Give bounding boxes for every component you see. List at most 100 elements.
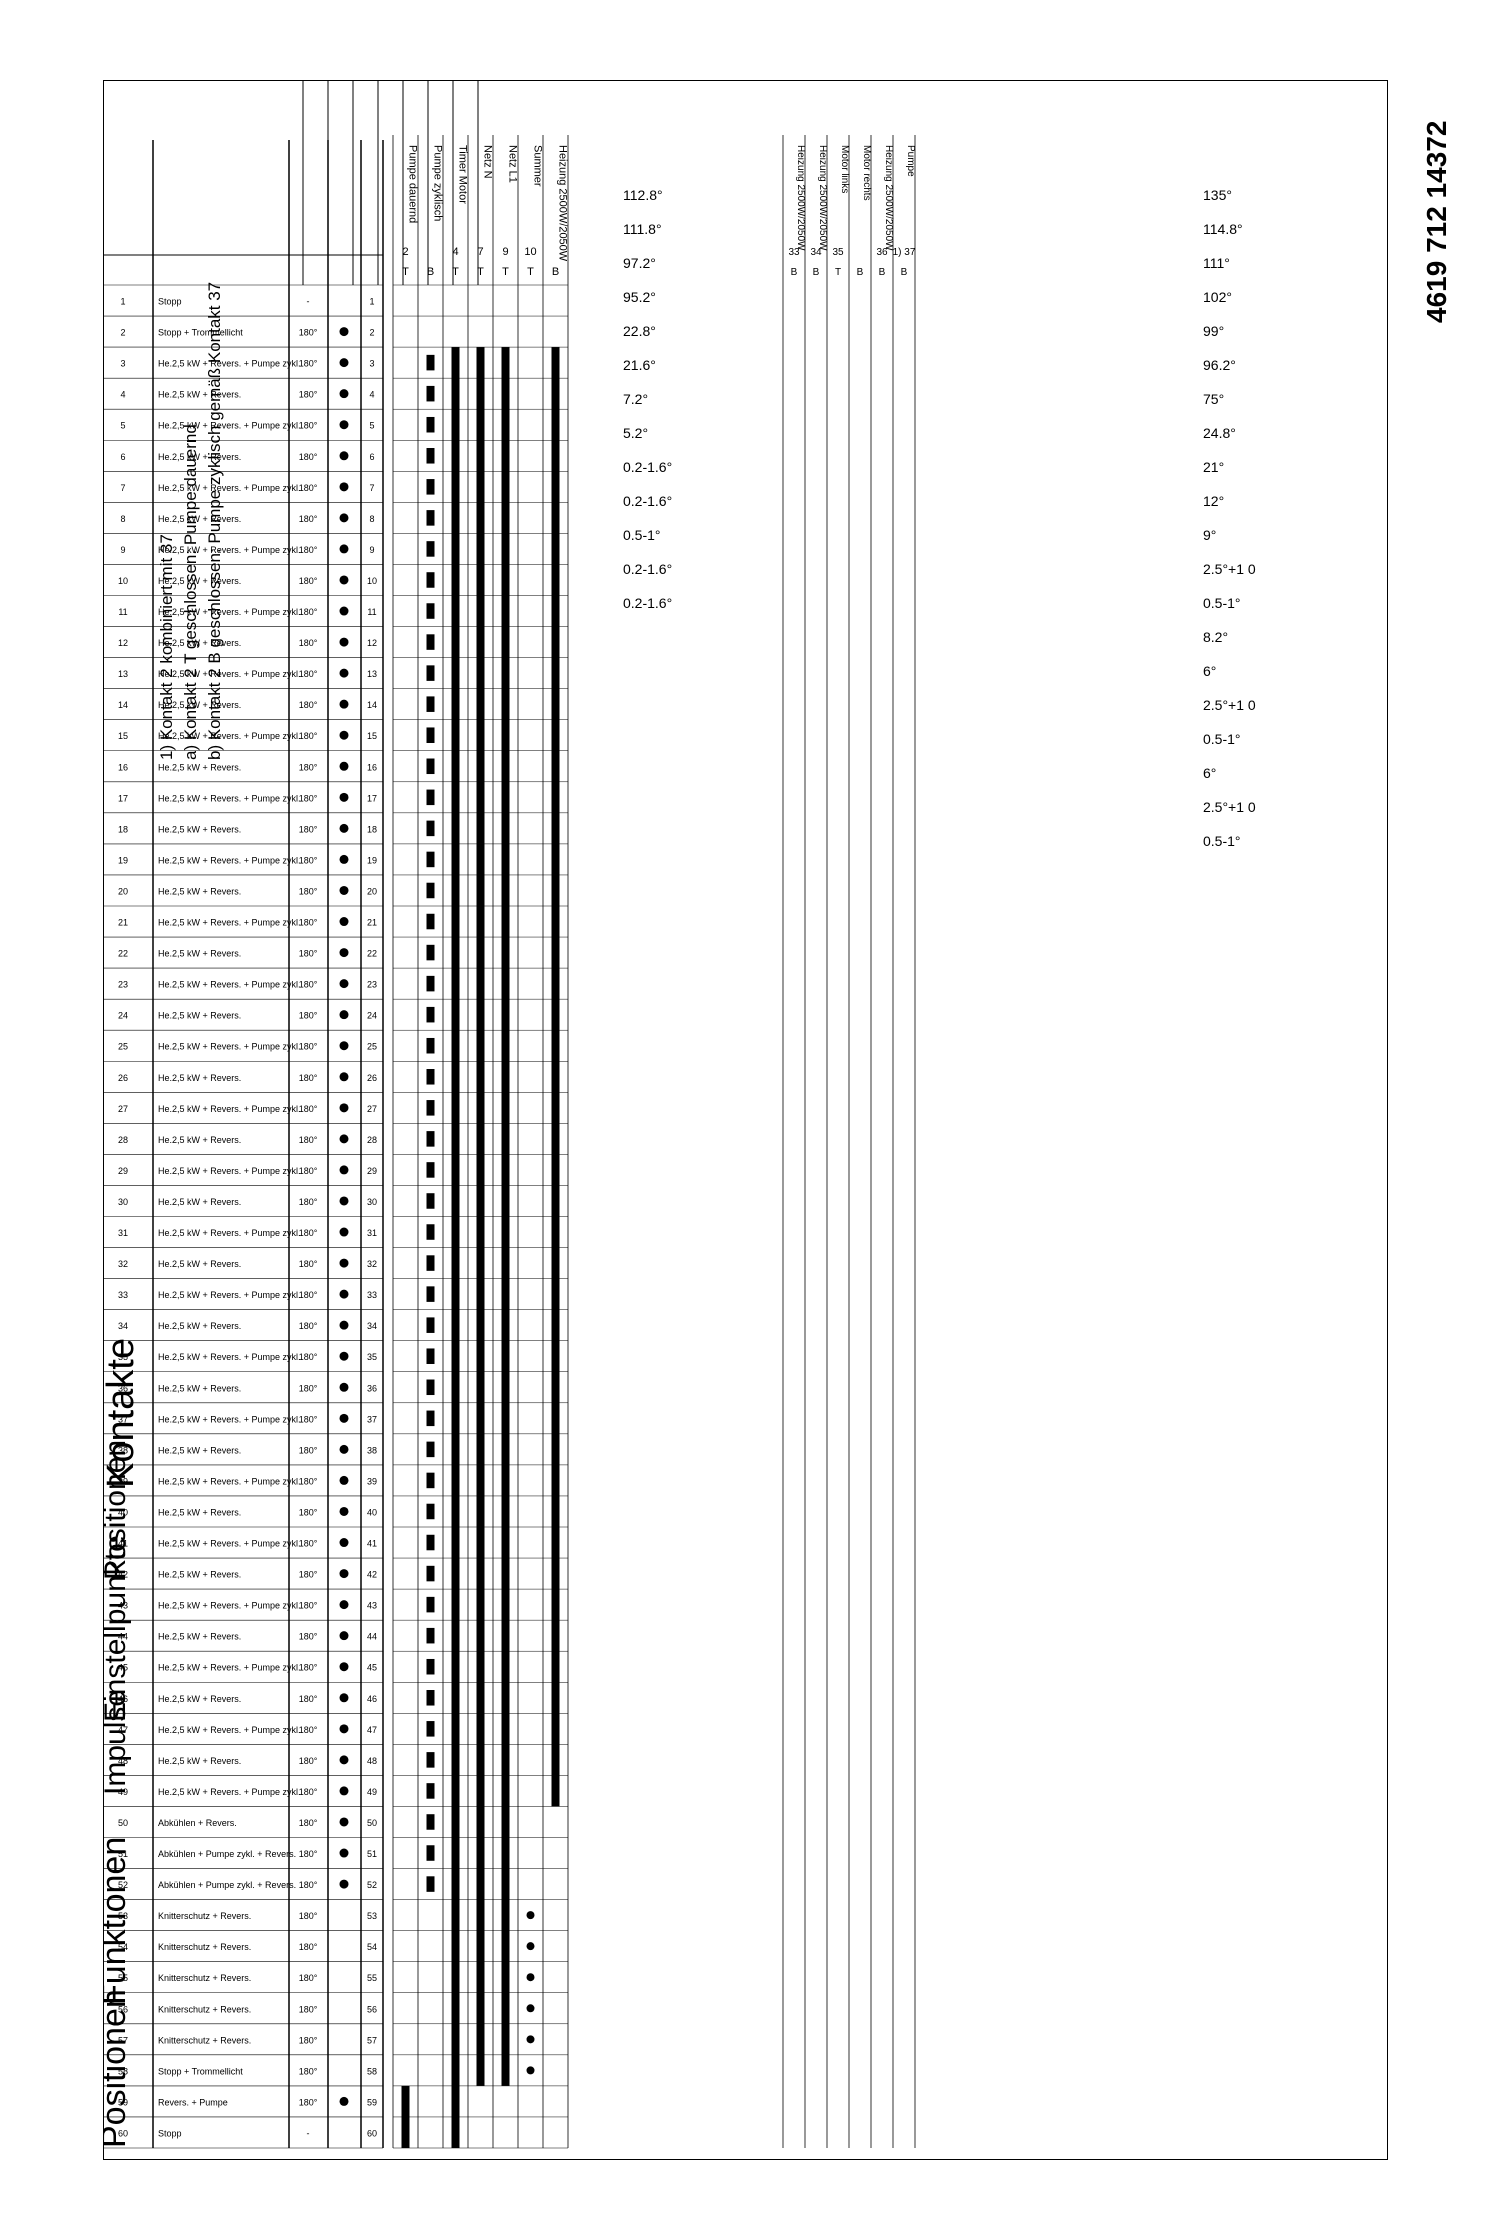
contact-tb: T bbox=[402, 266, 409, 278]
contact-tb: B bbox=[552, 266, 559, 278]
row-position: 54 bbox=[118, 1942, 128, 1952]
row-function: Stopp bbox=[158, 2128, 182, 2138]
row-impulse: 180° bbox=[299, 1197, 318, 1207]
row-position-2: 49 bbox=[367, 1787, 377, 1797]
pump-cyclic-pulse bbox=[426, 1410, 435, 1427]
row-impulse: 180° bbox=[299, 1414, 318, 1424]
pump-cyclic-pulse bbox=[426, 1752, 435, 1768]
footnotes: 1) Kontakt 2 kombiniert mit 37 a) Kontak… bbox=[157, 282, 224, 760]
row-position: 28 bbox=[118, 1135, 128, 1145]
contact-label: Motor links bbox=[839, 145, 850, 193]
row-impulse: 180° bbox=[299, 700, 318, 710]
row-position: 12 bbox=[118, 638, 128, 648]
row-position: 45 bbox=[118, 1663, 128, 1673]
row-position-2: 56 bbox=[367, 2004, 377, 2014]
row-position-2: 12 bbox=[367, 638, 377, 648]
contact-label: Motor rechts bbox=[861, 145, 872, 201]
row-impulse: 180° bbox=[299, 545, 318, 555]
einstellpunkt-dot bbox=[339, 1072, 349, 1082]
row-position: 60 bbox=[118, 2128, 128, 2138]
row-function: He.2,5 kW + Revers. bbox=[158, 1445, 241, 1455]
row-position-2: 26 bbox=[367, 1073, 377, 1083]
contact-number: 10 bbox=[524, 246, 536, 258]
pump-cyclic-pulse bbox=[426, 1224, 435, 1240]
einstellpunkt-dot bbox=[339, 451, 349, 461]
contact-tb: B bbox=[857, 267, 864, 278]
timing-value-upper: 6° bbox=[1203, 765, 1216, 781]
einstellpunkt-dot bbox=[339, 1693, 349, 1703]
row-function: Abkühlen + Pumpe zykl. + Revers. bbox=[158, 1849, 296, 1859]
row-position-2: 2 bbox=[369, 328, 374, 338]
row-position: 57 bbox=[118, 2035, 128, 2045]
pump-cyclic-pulse bbox=[426, 354, 435, 371]
row-function: He.2,5 kW + Revers. + Pumpe zykl. bbox=[158, 1414, 301, 1424]
contact-number: 33 bbox=[788, 247, 800, 258]
row-impulse: 180° bbox=[299, 1073, 318, 1083]
pump-cyclic-pulse bbox=[426, 479, 435, 495]
einstellpunkt-dot bbox=[339, 1258, 349, 1268]
netz-n-bar bbox=[476, 347, 485, 2086]
row-position-2: 45 bbox=[367, 1663, 377, 1673]
einstellpunkt-dot bbox=[339, 885, 349, 895]
einstellpunkt-dot bbox=[339, 948, 349, 958]
row-position-2: 34 bbox=[367, 1321, 377, 1331]
timing-value-upper: 8.2° bbox=[1203, 629, 1228, 645]
einstellpunkt-dot bbox=[339, 482, 349, 492]
header-impulse: Impulse bbox=[103, 1690, 132, 1795]
row-impulse: 180° bbox=[299, 1756, 318, 1766]
timing-value-upper: 114.8° bbox=[1203, 221, 1243, 237]
row-impulse: 180° bbox=[299, 793, 318, 803]
row-position-2: 1 bbox=[369, 297, 374, 307]
row-position-2: 43 bbox=[367, 1601, 377, 1611]
row-function: He.2,5 kW + Revers. + Pumpe zykl. bbox=[158, 1787, 301, 1797]
einstellpunkt-dot bbox=[339, 1165, 349, 1175]
timing-value-upper: 0.5-1° bbox=[1203, 595, 1241, 611]
row-position: 22 bbox=[118, 949, 128, 959]
row-impulse: 180° bbox=[299, 514, 318, 524]
row-position: 37 bbox=[118, 1414, 128, 1424]
row-position: 26 bbox=[118, 1073, 128, 1083]
row-function: He.2,5 kW + Revers. bbox=[158, 1073, 241, 1083]
timing-value-upper: 6° bbox=[1203, 663, 1216, 679]
timing-value-lower: 0.2-1.6° bbox=[623, 595, 672, 611]
contact-label: Netz L1 bbox=[507, 145, 519, 183]
row-position-2: 11 bbox=[367, 607, 376, 617]
row-impulse: 180° bbox=[299, 762, 318, 772]
timing-value-lower: 0.2-1.6° bbox=[623, 561, 672, 577]
row-position: 7 bbox=[120, 483, 125, 493]
einstellpunkt-dot bbox=[339, 854, 349, 864]
einstellpunkt-dot bbox=[339, 1196, 349, 1206]
einstellpunkt-dot bbox=[339, 389, 349, 399]
row-position-2: 10 bbox=[367, 576, 377, 586]
einstellpunkt-dot bbox=[339, 1662, 349, 1672]
row-position: 49 bbox=[118, 1787, 128, 1797]
row-position-2: 50 bbox=[367, 1818, 377, 1828]
row-function: He.2,5 kW + Revers. + Pumpe zykl. bbox=[158, 731, 301, 741]
timing-value-upper: 9° bbox=[1203, 527, 1216, 543]
contact-tb: T bbox=[502, 266, 509, 278]
row-position-2: 55 bbox=[367, 1973, 377, 1983]
row-position: 43 bbox=[118, 1601, 128, 1611]
row-impulse: 180° bbox=[299, 328, 318, 338]
row-position: 35 bbox=[118, 1352, 128, 1362]
pump-cyclic-pulse bbox=[426, 1193, 435, 1209]
row-position-2: 22 bbox=[367, 949, 377, 959]
row-impulse: 180° bbox=[299, 1042, 318, 1052]
row-function: He.2,5 kW + Revers. + Pumpe zykl. bbox=[158, 1104, 301, 1114]
pump-cyclic-pulse bbox=[426, 448, 435, 464]
einstellpunkt-dot bbox=[339, 1289, 349, 1299]
summer-dot bbox=[526, 2066, 535, 2075]
row-function: He.2,5 kW + Revers. bbox=[158, 638, 241, 648]
row-position: 56 bbox=[118, 2004, 128, 2014]
contact-label: Summer bbox=[532, 145, 544, 187]
row-position-2: 59 bbox=[367, 2097, 377, 2107]
row-function: He.2,5 kW + Revers. bbox=[158, 1135, 241, 1145]
row-position-2: 35 bbox=[367, 1352, 377, 1362]
row-position: 48 bbox=[118, 1756, 128, 1766]
timing-value-lower: 0.2-1.6° bbox=[623, 459, 672, 475]
row-position: 31 bbox=[118, 1228, 128, 1238]
contact-label: Timer Motor bbox=[457, 145, 469, 204]
row-function: He.2,5 kW + Revers. bbox=[158, 452, 241, 462]
row-function: He.2,5 kW + Revers. bbox=[158, 1570, 241, 1580]
row-position-2: 32 bbox=[367, 1259, 377, 1269]
